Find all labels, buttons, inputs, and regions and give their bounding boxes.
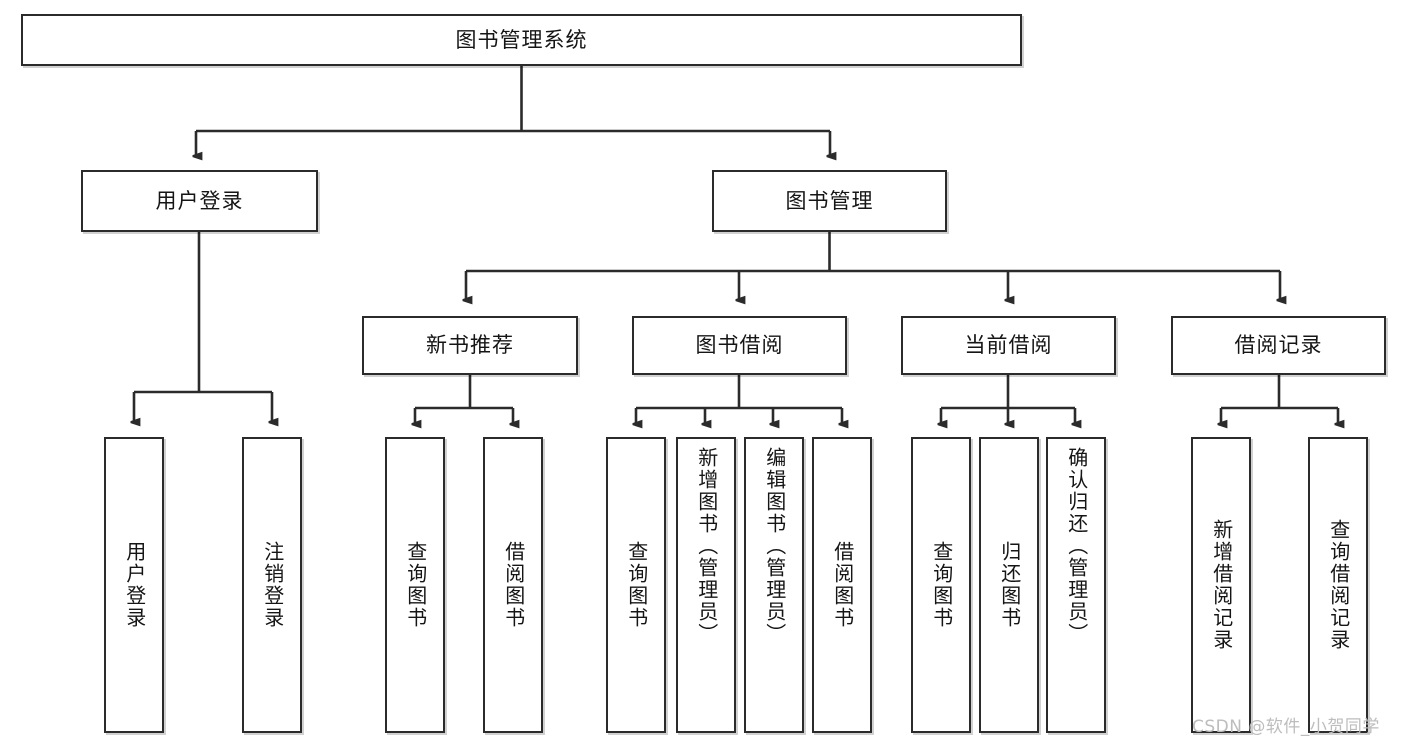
leaf-confirm-return-admin[interactable]: 确认归还（管理员） — [1046, 437, 1106, 733]
node-label: 用户登录 — [122, 541, 147, 629]
node-book-borrow[interactable]: 图书借阅 — [632, 316, 847, 375]
node-root-system[interactable]: 图书管理系统 — [21, 14, 1022, 66]
node-new-book-recommend[interactable]: 新书推荐 — [362, 316, 578, 375]
node-label: 注销登录 — [260, 541, 285, 629]
leaf-query-book-current[interactable]: 查询图书 — [911, 437, 971, 733]
node-borrow-record[interactable]: 借阅记录 — [1171, 316, 1386, 375]
leaf-borrow-book[interactable]: 借阅图书 — [812, 437, 872, 733]
node-label: 图书借阅 — [695, 333, 784, 358]
node-label: 借阅图书 — [501, 541, 526, 629]
leaf-query-borrow-record[interactable]: 查询借阅记录 — [1308, 437, 1368, 733]
node-label: 借阅记录 — [1234, 333, 1323, 358]
node-label: 查询图书 — [624, 541, 649, 629]
node-book-management[interactable]: 图书管理 — [712, 170, 947, 232]
node-label: 查询图书 — [403, 541, 428, 629]
leaf-logout[interactable]: 注销登录 — [242, 437, 302, 733]
node-label: 图书管理 — [785, 188, 874, 213]
node-user-login[interactable]: 用户登录 — [81, 170, 318, 232]
node-label: 归还图书 — [997, 541, 1022, 629]
node-label: 查询借阅记录 — [1326, 519, 1351, 651]
node-label: 编辑图书（管理员） — [762, 447, 787, 645]
leaf-add-borrow-record[interactable]: 新增借阅记录 — [1191, 437, 1251, 733]
node-label: 新书推荐 — [426, 333, 514, 358]
node-current-borrow[interactable]: 当前借阅 — [901, 316, 1116, 375]
csdn-watermark: CSDN @软件_小贺同学 — [1192, 717, 1380, 737]
leaf-edit-book-admin[interactable]: 编辑图书（管理员） — [744, 437, 804, 733]
node-label: 确认归还（管理员） — [1064, 447, 1089, 645]
node-label: 新增借阅记录 — [1209, 519, 1234, 651]
node-label: 用户登录 — [155, 188, 244, 213]
leaf-add-book-admin[interactable]: 新增图书（管理员） — [676, 437, 736, 733]
node-label: 图书管理系统 — [455, 27, 588, 52]
node-label: 查询图书 — [929, 541, 954, 629]
leaf-borrow-book-newbook[interactable]: 借阅图书 — [483, 437, 543, 733]
leaf-user-login[interactable]: 用户登录 — [104, 437, 164, 733]
leaf-return-book[interactable]: 归还图书 — [979, 437, 1039, 733]
node-label: 当前借阅 — [964, 333, 1053, 358]
leaf-query-book-newbook[interactable]: 查询图书 — [385, 437, 445, 733]
node-label: 借阅图书 — [830, 541, 855, 629]
node-label: 新增图书（管理员） — [694, 447, 719, 645]
leaf-query-book-borrow[interactable]: 查询图书 — [606, 437, 666, 733]
